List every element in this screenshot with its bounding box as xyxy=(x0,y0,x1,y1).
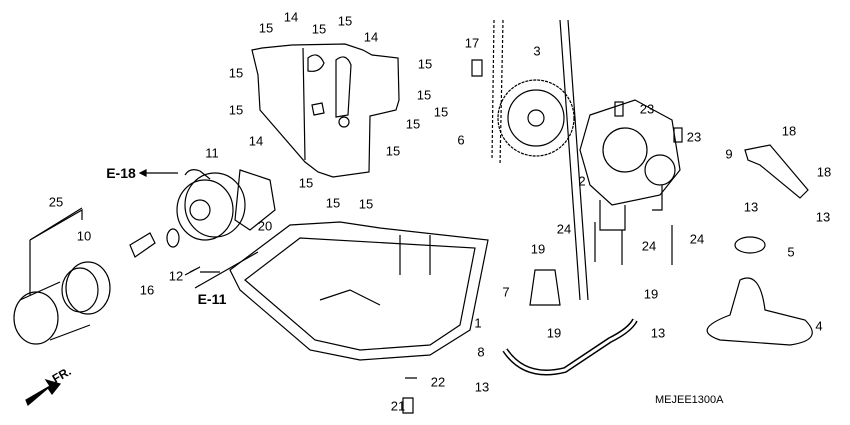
callout[interactable]: 14 xyxy=(248,133,264,149)
callout[interactable]: 15 xyxy=(228,65,244,81)
callout[interactable]: 13 xyxy=(474,379,490,395)
oil-strainer xyxy=(706,236,813,346)
oil-cooler xyxy=(176,169,276,241)
diagram-code: MEJEE1300A xyxy=(655,394,724,406)
callout[interactable]: 15 xyxy=(405,116,421,132)
callout[interactable]: 13 xyxy=(650,325,666,341)
pressure-switch xyxy=(529,269,561,306)
callout[interactable]: 24 xyxy=(641,238,657,254)
callout[interactable]: 20 xyxy=(257,218,273,234)
callout[interactable]: 18 xyxy=(816,164,832,180)
callout[interactable]: 11 xyxy=(205,145,219,161)
callout[interactable]: 15 xyxy=(325,195,341,211)
callout[interactable]: 12 xyxy=(168,268,184,284)
callout[interactable]: 15 xyxy=(228,102,244,118)
bracket xyxy=(744,144,809,199)
callout[interactable]: 3 xyxy=(533,43,541,59)
callout[interactable]: 10 xyxy=(76,228,92,244)
callout[interactable]: 24 xyxy=(556,221,572,237)
callout[interactable]: 22 xyxy=(430,374,446,390)
callout[interactable]: 2 xyxy=(578,173,586,189)
callout[interactable]: 9 xyxy=(725,146,733,162)
callout[interactable]: 15 xyxy=(298,175,314,191)
callout[interactable]: 25 xyxy=(48,194,64,210)
callout[interactable]: 15 xyxy=(358,196,374,212)
callout[interactable]: 14 xyxy=(283,9,299,25)
oil-filter xyxy=(13,208,180,345)
callout[interactable]: 15 xyxy=(311,21,327,37)
callout[interactable]: 16 xyxy=(139,282,155,298)
callout[interactable]: 17 xyxy=(464,35,480,51)
oil-pipe xyxy=(502,318,638,376)
oil-pan xyxy=(229,221,489,361)
callout[interactable]: 7 xyxy=(502,284,510,300)
callout[interactable]: 8 xyxy=(477,344,485,360)
callout[interactable]: 19 xyxy=(546,325,562,341)
callout[interactable]: 18 xyxy=(781,123,797,139)
callout[interactable]: 15 xyxy=(337,13,353,29)
front-arrow-icon xyxy=(25,378,62,406)
callout[interactable]: 19 xyxy=(643,286,659,302)
cam-chain-sprocket xyxy=(471,19,589,301)
callout[interactable]: 6 xyxy=(457,132,465,148)
callout[interactable]: 5 xyxy=(787,244,795,260)
callout[interactable]: 19 xyxy=(530,241,546,257)
callout[interactable]: 23 xyxy=(639,101,655,117)
callout[interactable]: 15 xyxy=(416,87,432,103)
callout[interactable]: 13 xyxy=(743,199,759,215)
callout[interactable]: 4 xyxy=(815,318,823,334)
callout[interactable]: 15 xyxy=(258,20,274,36)
callout[interactable]: 15 xyxy=(385,143,401,159)
callout[interactable]: 15 xyxy=(417,56,433,72)
callout[interactable]: 15 xyxy=(433,104,449,120)
callout[interactable]: 13 xyxy=(815,209,831,225)
callout[interactable]: 21 xyxy=(390,398,406,414)
callout[interactable]: 23 xyxy=(686,129,702,145)
callout[interactable]: 1 xyxy=(474,315,482,331)
oil-pump xyxy=(579,99,683,231)
cover-gasket xyxy=(251,43,400,178)
reference-e18[interactable]: E-18 xyxy=(106,165,136,181)
callout[interactable]: 14 xyxy=(363,29,379,45)
callout[interactable]: 24 xyxy=(689,231,705,247)
reference-e11[interactable]: E-11 xyxy=(197,291,227,307)
